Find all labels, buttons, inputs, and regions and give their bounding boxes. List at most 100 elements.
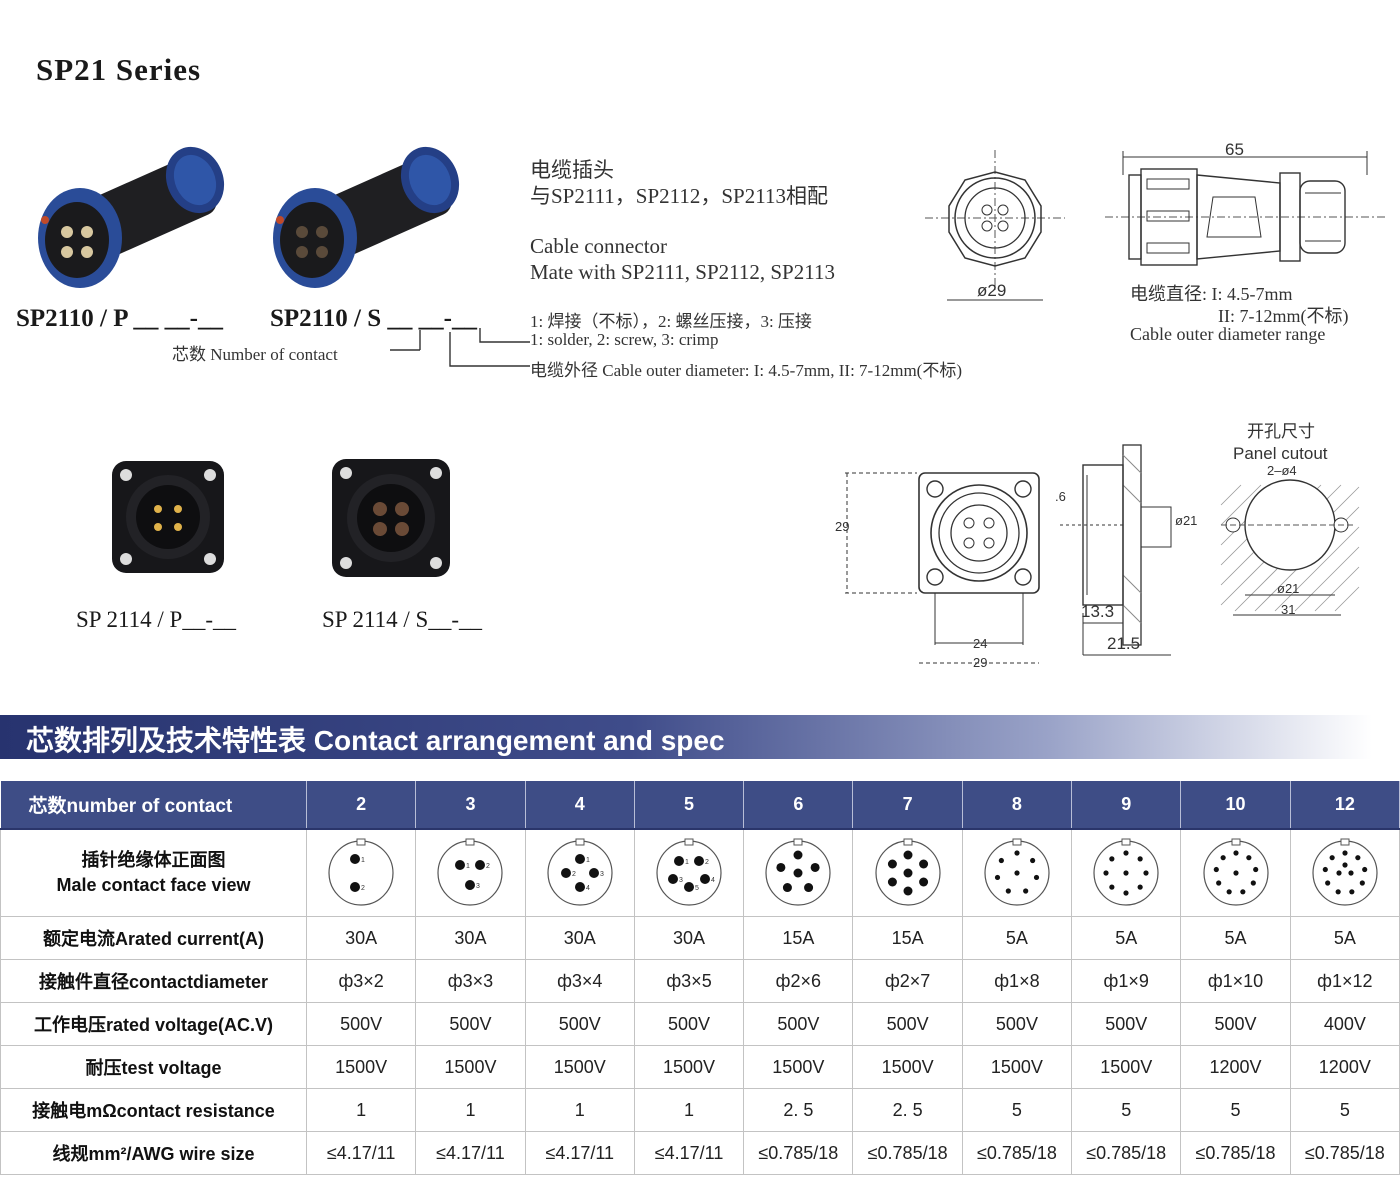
spec-cell: 500V (415, 1002, 526, 1046)
panel-dim-21-5: 21.5 (1107, 634, 1140, 653)
contact-pin (560, 867, 571, 878)
panel-cutout-drawing: 开孔尺寸 Panel cutout 2–ø4 ø21 31 (1220, 422, 1360, 617)
panel-dim-13-3: 13.3 (1081, 602, 1114, 621)
spec-row-label: 线规mm²/AWG wire size (0, 1131, 307, 1175)
spec-cell: 1500V (415, 1045, 526, 1089)
contact-pin (903, 850, 913, 859)
contact-pin (793, 868, 803, 877)
contact-pin (1109, 855, 1115, 861)
cable-desc-cn-2: 与SP2111，SP2112，SP2113相配 (530, 184, 828, 208)
spec-cell: ф3×5 (633, 959, 745, 1003)
contact-pin (1123, 849, 1129, 856)
contact-pin (1349, 888, 1355, 894)
spec-cell: 5 (961, 1088, 1073, 1132)
spec-cell: 1500V (743, 1045, 854, 1089)
count-header: 2 (306, 781, 417, 830)
contact-pin (1029, 857, 1036, 863)
contact-pin (1232, 849, 1239, 856)
cable-plug-female-photo (273, 146, 460, 288)
spec-cell: 30A (633, 916, 745, 960)
face-cell (743, 828, 854, 917)
cutout-width: 31 (1281, 602, 1295, 617)
contact-face-diagram: 12 (328, 838, 394, 906)
svg-text:3: 3 (476, 883, 480, 890)
svg-text:2: 2 (705, 859, 709, 866)
cable-desc-en-1: Cable connector (530, 234, 668, 258)
spec-cell: 500V (633, 1002, 745, 1046)
cable-range-en: Cable outer diameter range (1130, 324, 1326, 344)
spec-cell: ≤4.17/11 (633, 1131, 745, 1175)
contact-pin (588, 867, 599, 878)
spec-cell: 5A (1180, 916, 1291, 960)
spec-cell: 500V (524, 1002, 635, 1046)
contact-pin (1361, 866, 1368, 872)
spec-cell: 400V (1289, 1002, 1400, 1046)
contact-pin (1252, 866, 1258, 872)
contact-pin (1014, 869, 1020, 876)
spec-cell: 1200V (1289, 1045, 1400, 1089)
spec-cell: ф2×7 (852, 959, 963, 1003)
code-leader-lines (390, 328, 530, 367)
count-header: 12 (1290, 781, 1400, 830)
svg-text:2: 2 (486, 863, 490, 870)
termination-note-en: 1: solder, 2: screw, 3: crimp (530, 330, 719, 349)
spec-cell: 500V (961, 1002, 1073, 1046)
contact-pin (465, 879, 476, 890)
spec-row: 线规mm²/AWG wire size≤4.17/11≤4.17/11≤4.17… (0, 1131, 1400, 1175)
contact-pin (1220, 854, 1226, 860)
svg-text:2: 2 (361, 885, 365, 892)
spec-cell: 1500V (633, 1045, 745, 1089)
contact-pin (574, 881, 585, 892)
contact-pin (1348, 869, 1354, 876)
contact-pin (776, 862, 786, 872)
contact-pin (1355, 854, 1361, 860)
contact-pin (1239, 888, 1245, 894)
count-header: 3 (415, 781, 526, 830)
contact-pin (918, 877, 928, 886)
spec-cell: 5 (1180, 1088, 1291, 1132)
panel-side-drawing: .6 ø21 13.3 21.5 (1055, 444, 1197, 656)
cable-range-cn: 电缆直径: I: 4.5-7mm (1130, 284, 1293, 304)
spec-cell: 30A (524, 916, 635, 960)
contact-pin (674, 855, 685, 866)
contact-pin (350, 881, 361, 892)
spec-cell: ≤0.785/18 (1180, 1131, 1291, 1175)
contact-pin (684, 881, 695, 892)
panel-male-part-number: SP 2114 / P__-__ (76, 607, 236, 632)
contact-pin (1342, 849, 1348, 856)
panel-dim-29-v: 29 (835, 519, 849, 534)
contact-pin (1143, 869, 1149, 876)
contact-pin (700, 873, 711, 884)
cable-length-dim: 65 (1225, 140, 1244, 159)
spec-cell: 1500V (305, 1045, 417, 1089)
contact-pin (918, 859, 928, 868)
contact-pin (350, 853, 361, 864)
spec-banner: 芯数排列及技术特性表 Contact arrangement and spec (0, 715, 1400, 759)
cable-front-drawing: ø29 (925, 150, 1065, 301)
panel-female-photo (332, 459, 450, 577)
count-header: 7 (852, 781, 963, 830)
panel-dim-21: ø21 (1175, 513, 1197, 528)
contact-face-diagram (984, 838, 1050, 906)
spec-cell: 5 (1289, 1088, 1400, 1132)
spec-row-label: 接触电mΩcontact resistance (0, 1088, 307, 1132)
cable-range-cn-2: II: 7-12mm(不标) (1218, 306, 1349, 326)
svg-text:4: 4 (586, 885, 590, 892)
spec-cell: 5A (961, 916, 1073, 960)
contact-pin (1335, 888, 1341, 894)
contact-pin (903, 886, 913, 895)
spec-cell: ф1×9 (1071, 959, 1182, 1003)
svg-text:5: 5 (695, 885, 699, 892)
contact-pin (1322, 866, 1328, 872)
spec-cell: ф3×4 (524, 959, 635, 1003)
face-cell (1071, 828, 1182, 917)
face-cell (852, 828, 963, 917)
spec-cell: 2. 5 (743, 1088, 854, 1132)
spec-cell: 500V (1071, 1002, 1182, 1046)
cable-diameter-note: 电缆外径 Cable outer diameter: I: 4.5-7mm, I… (530, 361, 962, 380)
contact-face-diagram (765, 838, 831, 906)
